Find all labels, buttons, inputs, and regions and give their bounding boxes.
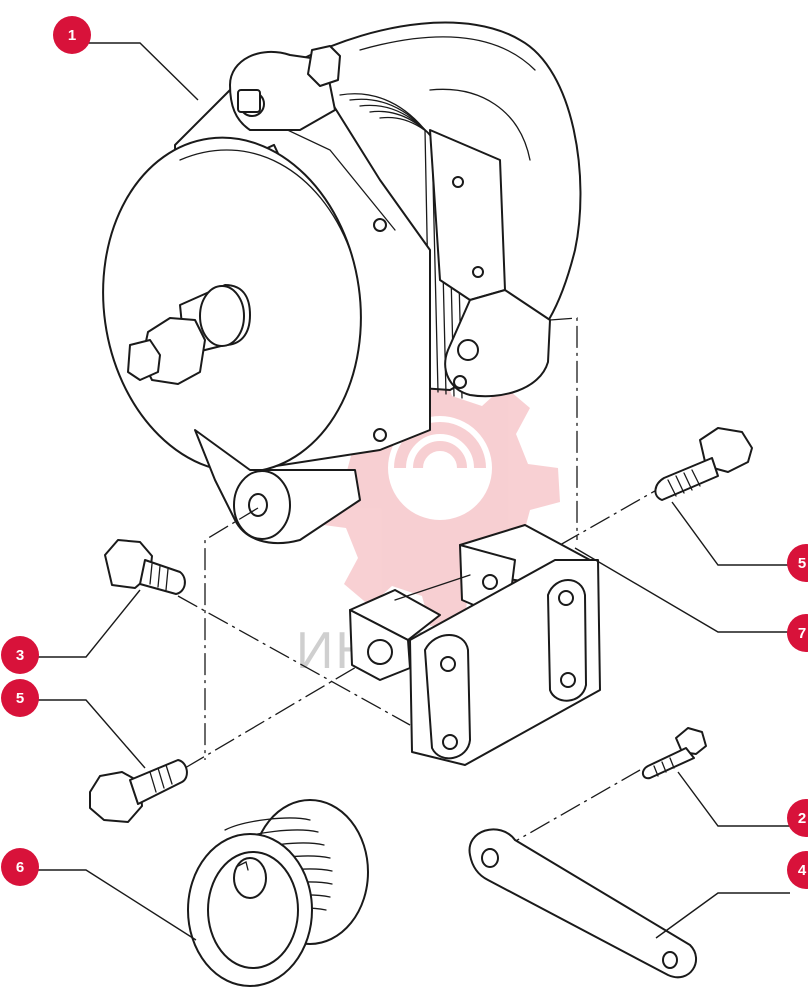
svg-text:6: 6 xyxy=(16,859,24,876)
svg-text:3: 3 xyxy=(16,647,24,664)
callout-link-bar: 4 xyxy=(787,851,808,889)
bolt-left xyxy=(104,539,186,595)
callout-pulley: 6 xyxy=(1,848,39,886)
alternator xyxy=(102,21,582,545)
svg-text:7: 7 xyxy=(798,625,806,642)
callout-bolt-left: 3 xyxy=(1,636,39,674)
callout-screw-short: 2 xyxy=(787,799,808,837)
svg-text:2: 2 xyxy=(798,810,806,827)
svg-text:5: 5 xyxy=(798,555,806,572)
callout-alternator: 1 xyxy=(53,16,91,54)
pulley xyxy=(187,799,369,987)
svg-text:1: 1 xyxy=(68,27,76,44)
svg-text:5: 5 xyxy=(16,690,24,707)
screw-short xyxy=(642,727,707,780)
link-bar xyxy=(468,828,697,979)
leader-lines xyxy=(38,42,790,941)
assembly-lines xyxy=(177,317,661,851)
bracket xyxy=(349,524,601,766)
bolt-right xyxy=(654,427,753,501)
callout-bolt-right: 5 xyxy=(787,544,808,582)
callouts: 1 2 3 4 5 5 6 7 xyxy=(1,16,808,889)
callout-bolt-lower: 5 xyxy=(1,679,39,717)
bolt-lower xyxy=(89,759,188,823)
svg-text:4: 4 xyxy=(798,862,807,879)
callout-bracket: 7 xyxy=(787,614,808,652)
